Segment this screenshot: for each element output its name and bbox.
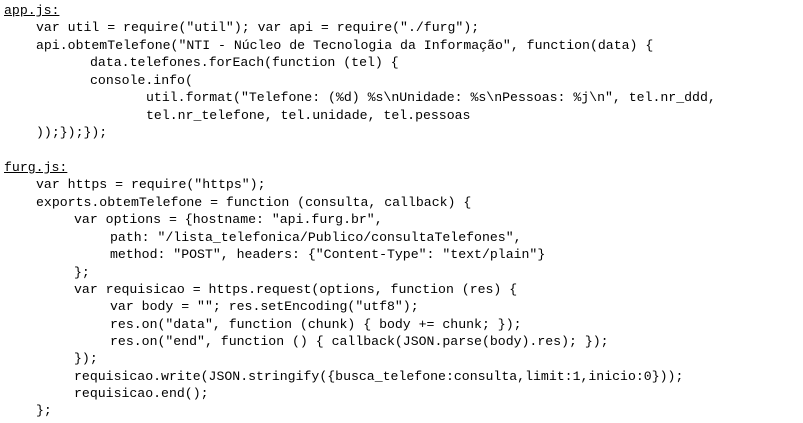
code-line: util.format("Telefone: (%d) %s\nUnidade:… [146,90,716,105]
code-line: path: "/lista_telefonica/Publico/consult… [110,230,522,245]
code-line: var options = {hostname: "api.furg.br", [74,212,383,227]
code-line: requisicao.end(); [74,386,209,401]
code-line: res.on("end", function () { callback(JSO… [110,334,609,349]
code-line: data.telefones.forEach(function (tel) { [90,55,399,70]
code-line: }; [36,403,52,418]
code-line: console.info( [90,73,193,88]
code-line: res.on("data", function (chunk) { body +… [110,317,522,332]
code-line: var body = ""; res.setEncoding("utf8"); [110,299,419,314]
code-line: }); [74,351,98,366]
code-line: }; [74,265,90,280]
code-line: var util = require("util"); var api = re… [36,20,480,35]
code-line: ));});}); [36,125,108,140]
code-line: requisicao.write(JSON.stringify({busca_t… [74,369,684,384]
code-line: method: "POST", headers: {"Content-Type"… [110,247,546,262]
code-line: var requisicao = https.request(options, … [74,282,518,297]
furg-js-title: furg.js: [4,160,68,175]
code-line: tel.nr_telefone, tel.unidade, tel.pessoa… [146,108,471,123]
app-js-title: app.js: [4,3,60,18]
code-line: api.obtemTelefone("NTI - Núcleo de Tecno… [36,38,654,53]
code-line: var https = require("https"); [36,177,266,192]
code-line: exports.obtemTelefone = function (consul… [36,195,472,210]
